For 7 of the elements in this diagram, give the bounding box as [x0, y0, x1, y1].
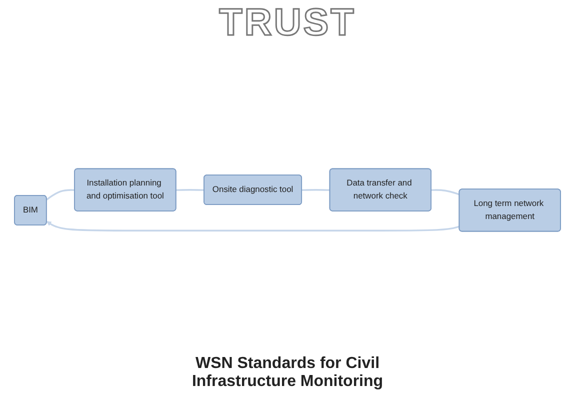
center-label: WSN Standards for Civil Infrastructure Monitoring [190, 355, 384, 391]
connector [176, 189, 204, 191]
title: TRUST [218, 2, 357, 45]
connector [302, 189, 330, 191]
arrow [46, 221, 460, 232]
connector [431, 189, 460, 196]
connector [46, 189, 75, 200]
